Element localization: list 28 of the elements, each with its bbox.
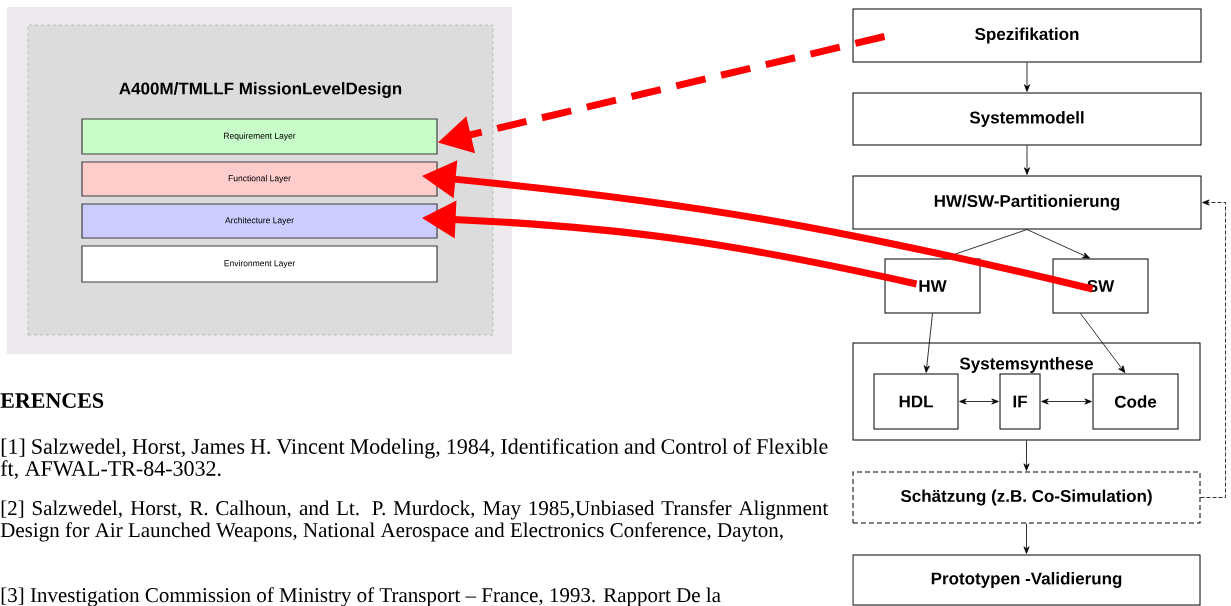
arrow xyxy=(1023,440,1030,471)
arrow xyxy=(1200,199,1226,498)
layer-bar: Environment Layer xyxy=(81,245,438,283)
process-box: Prototypen -Validierung xyxy=(852,554,1201,606)
arrow xyxy=(943,229,1028,259)
process-box: HDL xyxy=(873,373,959,430)
estimate-box: Schätzung (z.B. Co-Simulation) xyxy=(852,471,1201,524)
reference-text: [2] Salzwedel, Horst, R. Calhoun, and Lt. P. Murdock, May 1985,Unbiased Transfer Alignment Design for Air Launched Weapons, National Aerospace and Electronics Conference, Dayton, xyxy=(0,500,829,542)
layer-bar: Architecture Layer xyxy=(81,203,438,239)
process-box: IF xyxy=(999,373,1041,430)
arrow xyxy=(1026,229,1090,259)
section-heading: ERENCES xyxy=(0,393,104,408)
arrow xyxy=(1024,145,1030,175)
arrow xyxy=(1041,398,1092,405)
reference-text: [1] Salzwedel, Horst, James H. Vincent Modeling, 1984, Identification and Control of Flexible ft, AFWAL-TR-84-3032. xyxy=(0,438,828,480)
arrow xyxy=(1023,523,1030,554)
process-box: Systemmodell xyxy=(852,92,1202,146)
reference-text: [3] Investigation Commission of Ministry of Transport – France, 1993. Rapport De la xyxy=(1,587,721,606)
process-box: HW xyxy=(884,258,981,314)
layer-bar: Requirement Layer xyxy=(81,118,438,155)
arrow xyxy=(1080,313,1126,373)
process-box: HW/SW-Partitionierung xyxy=(852,175,1202,230)
layer-bar: Functional Layer xyxy=(81,161,438,197)
process-box: Spezifikation xyxy=(852,8,1202,63)
arrow xyxy=(1024,62,1030,92)
process-box: Code xyxy=(1092,373,1179,430)
arrow xyxy=(959,398,999,405)
arrow xyxy=(923,313,933,373)
